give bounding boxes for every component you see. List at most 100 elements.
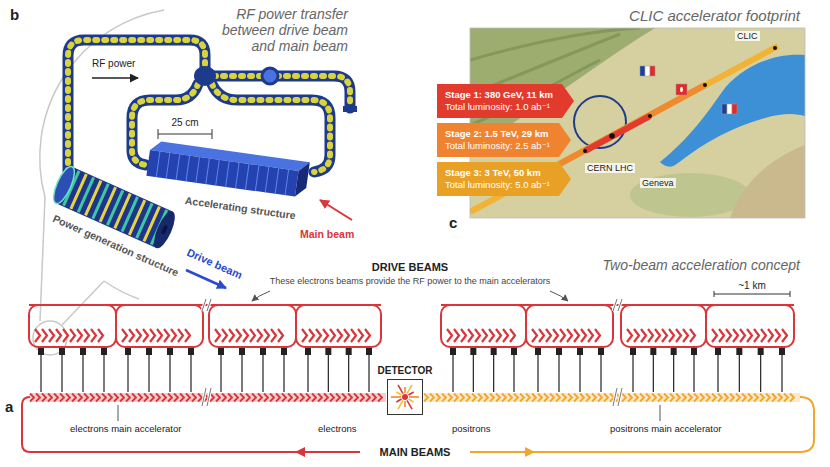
accelerating-structure — [226, 161, 230, 187]
decelerator-chevron — [222, 329, 227, 342]
decelerator-chevron — [503, 329, 508, 342]
accelerating-chevron — [730, 394, 734, 402]
zoom-outline — [40, 197, 45, 321]
pets-block — [598, 348, 604, 355]
decelerator-chevron — [553, 329, 558, 342]
decelerator-chevron — [581, 329, 586, 342]
accelerating-chevron — [760, 394, 764, 402]
rf-feed — [558, 354, 559, 392]
decelerator-chevron — [250, 329, 255, 342]
dimension-line — [158, 129, 212, 139]
collision-ray — [408, 399, 413, 402]
decelerator-chevron — [662, 329, 667, 342]
main-beam-return — [22, 397, 360, 452]
band-text: Stage 1: 380 GeV, 11 km — [445, 89, 553, 101]
accelerating-chevron — [318, 394, 322, 402]
accelerating-chevron — [234, 394, 238, 402]
collision-icon — [388, 380, 422, 414]
map-label: CLIC — [735, 31, 760, 41]
break-mark — [613, 299, 622, 311]
map — [645, 66, 650, 76]
accelerating-chevron — [622, 394, 626, 402]
rf-feed — [673, 354, 674, 392]
map-label: Geneva — [640, 178, 676, 188]
decelerator-chevron — [351, 329, 356, 342]
accelerating-chevron — [360, 394, 364, 402]
decelerator-chevron — [475, 329, 480, 342]
decelerator-chevron — [178, 329, 183, 342]
accelerating-chevron — [652, 394, 656, 402]
accelerating-chevron — [448, 394, 452, 402]
rf-feed — [653, 354, 654, 392]
accelerating-chevron — [712, 394, 716, 402]
rf-feed — [328, 354, 329, 392]
decelerator-chevron — [539, 329, 544, 342]
collision-ray — [396, 392, 401, 395]
annotation-arrow — [92, 77, 138, 79]
rf-feed — [452, 354, 453, 392]
rf-feed — [513, 354, 514, 392]
pets-block — [779, 348, 785, 355]
decelerator-chevron — [726, 329, 731, 342]
decelerator-chevron — [782, 329, 787, 342]
accelerating-structure — [245, 164, 249, 190]
part-name: positrons main accelerator — [610, 424, 721, 435]
rf-feed — [739, 354, 740, 392]
map — [648, 114, 652, 118]
accelerating-chevron — [772, 394, 776, 402]
power-generation-structure — [107, 190, 122, 225]
power-generation-structure — [129, 200, 144, 235]
accelerating-chevron — [454, 394, 458, 402]
collision-ray — [391, 396, 401, 398]
accelerating-chevron — [628, 394, 632, 402]
panel-letter: a — [5, 398, 13, 415]
waveguide — [68, 40, 350, 172]
accelerating-chevron — [378, 394, 382, 402]
accelerating-chevron — [174, 394, 178, 402]
note: These electrons beams provide the RF pow… — [270, 276, 551, 286]
part-name: Accelerating structure — [184, 194, 296, 221]
accelerating-chevron — [330, 394, 334, 402]
pets-block — [715, 348, 721, 355]
accelerating-chevron — [700, 394, 704, 402]
rf-feed — [169, 354, 170, 392]
accelerating-structure — [255, 165, 259, 191]
accelerating-chevron — [520, 394, 524, 402]
accelerating-chevron — [78, 394, 82, 402]
accelerating-structure — [166, 153, 170, 179]
decelerator-chevron — [365, 329, 370, 342]
pets-block — [218, 348, 224, 355]
accelerating-chevron — [216, 394, 220, 402]
accelerating-chevron — [424, 394, 428, 402]
dimension: ~1 km — [738, 280, 766, 292]
accelerating-chevron — [96, 394, 100, 402]
accelerating-chevron — [342, 394, 346, 402]
accelerating-chevron — [114, 394, 118, 402]
power-generation-structure — [86, 181, 101, 216]
accelerating-chevron — [442, 394, 446, 402]
decelerator-sector — [621, 305, 706, 392]
accelerating-chevron — [36, 394, 40, 402]
accelerating-chevron — [490, 394, 494, 402]
decelerator-chevron — [185, 329, 190, 342]
decelerator-chevron — [271, 329, 276, 342]
map — [730, 145, 805, 218]
accelerating-chevron — [294, 394, 298, 402]
accelerating-chevron — [514, 394, 518, 402]
pets-block — [59, 348, 65, 355]
annotation-arrow — [320, 200, 352, 220]
signal-name: RF power — [92, 58, 135, 70]
map — [676, 84, 687, 95]
decelerator-chevron — [775, 329, 780, 342]
decelerator-chevron — [229, 329, 234, 342]
collision-ray — [398, 385, 403, 394]
waveguide — [343, 106, 357, 112]
pets-block — [630, 348, 636, 355]
accelerating-chevron — [580, 394, 584, 402]
accelerating-structure — [146, 140, 309, 198]
accelerating-chevron — [736, 394, 740, 402]
decelerator-sector — [296, 305, 381, 392]
map — [722, 104, 727, 114]
decelerator-chevron — [627, 329, 632, 342]
decelerator-chevron — [264, 329, 269, 342]
